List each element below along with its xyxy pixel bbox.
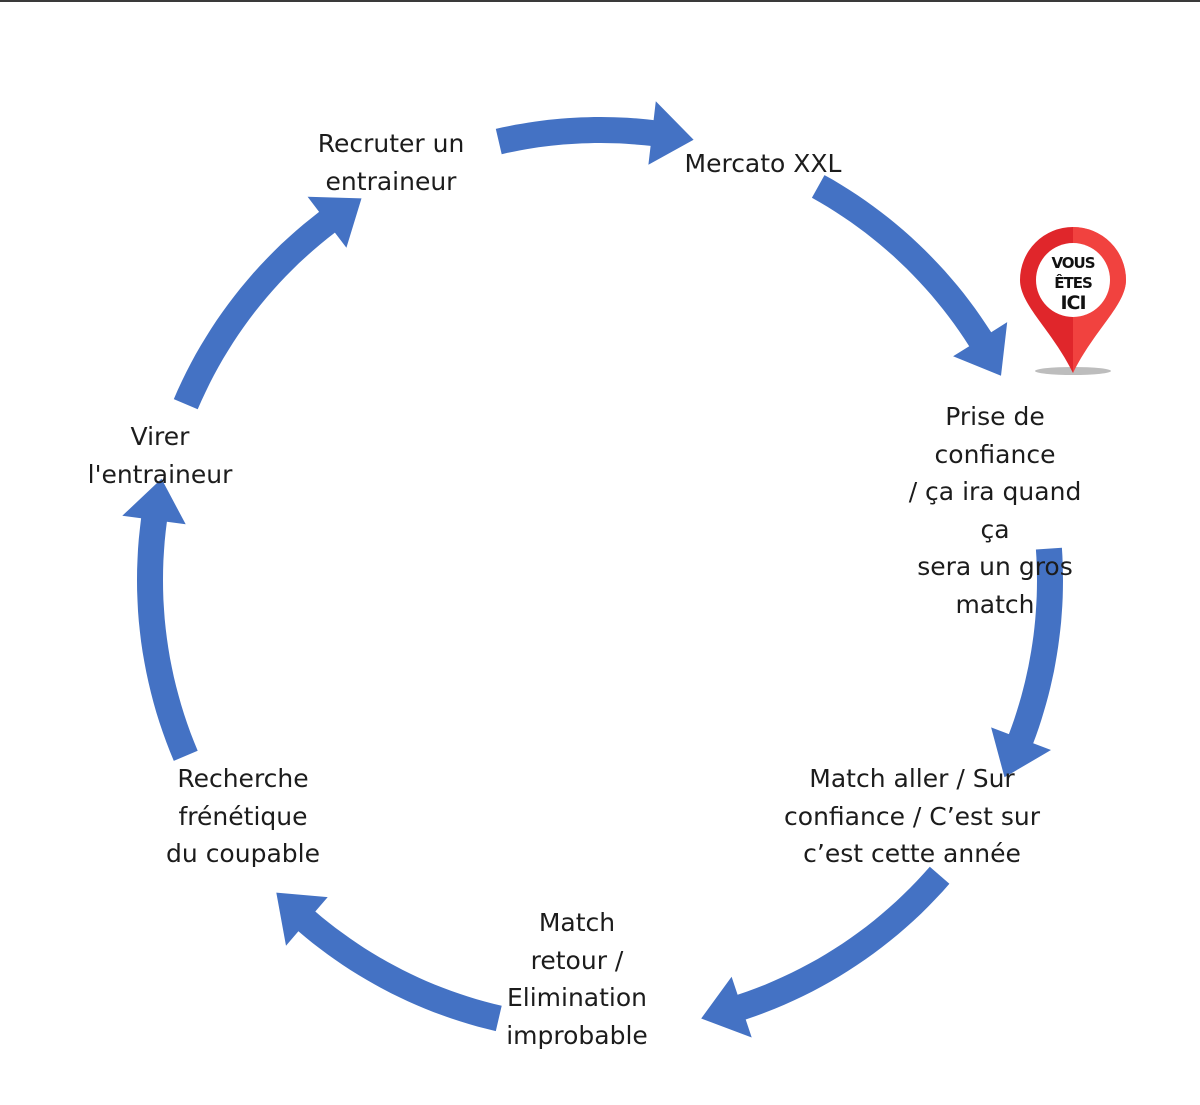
arrow-recherche-to-virer <box>122 478 198 761</box>
map-pin-icon: VOUS ÊTES ICI <box>1020 227 1126 375</box>
pin-text-vous: VOUS <box>1051 254 1094 272</box>
arrow-retour-to-recherche <box>276 892 502 1032</box>
node-mercato: Mercato XXL <box>684 149 842 178</box>
pin-text-ici: ICI <box>1060 292 1085 314</box>
node-aller: Match aller / Sur confiance / C’est sur … <box>784 764 1040 868</box>
node-recruter: Recruter un entraineur <box>317 129 465 196</box>
node-retour: Match retour / Elimination improbable <box>506 908 648 1050</box>
pin-text-etes: ÊTES <box>1054 273 1092 292</box>
edges-layer <box>122 101 1063 1038</box>
pin-inner-circle <box>1036 243 1110 317</box>
arrow-aller-to-retour <box>701 866 950 1038</box>
arrow-prise-to-aller <box>991 547 1063 778</box>
node-virer: Virer l'entraineur <box>87 422 233 489</box>
arrow-recruter-to-mercato <box>495 101 694 165</box>
arrow-virer-to-recruter <box>173 196 362 410</box>
top-border <box>0 0 1200 2</box>
node-recherche: Recherche frénétique du coupable <box>166 764 320 868</box>
node-prise: Prise de confiance / ça ira quand ça ser… <box>908 402 1082 619</box>
arrow-mercato-to-prise <box>811 175 1008 376</box>
